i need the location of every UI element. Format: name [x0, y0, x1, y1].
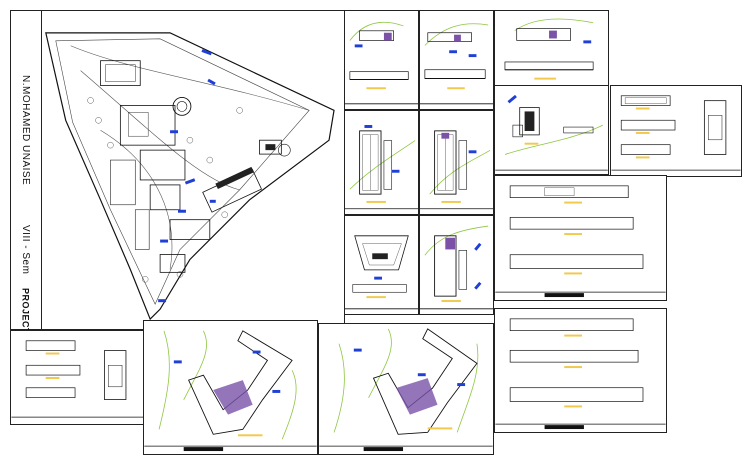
semester-label: VIII - Sem [20, 225, 31, 275]
long-elevations-drawing-1 [495, 185, 666, 298]
site-plan-drawing [45, 32, 335, 321]
sheet-long-elevations-2[interactable] [494, 308, 667, 433]
roof-plan-drawing [420, 225, 493, 310]
sheet-ground-plan-1[interactable] [143, 320, 318, 455]
sheet-elevation-1[interactable] [344, 10, 419, 110]
sheet-floor-plan-2[interactable] [419, 110, 494, 215]
sheet-ground-plan-2[interactable] [318, 323, 494, 455]
long-elevations-drawing-2 [495, 318, 666, 430]
sheet-site-plan[interactable] [10, 10, 345, 330]
section-detail-drawing [611, 95, 741, 171]
ground-plan-drawing-2 [319, 328, 493, 452]
floor-plan-drawing-2 [420, 130, 493, 210]
sheet-long-elevations-1[interactable] [494, 175, 667, 301]
student-name: N.MOHAMED UNAISE [20, 74, 31, 186]
sheet-perspective-plan[interactable] [344, 215, 419, 315]
sheet-roof-plan[interactable] [419, 215, 494, 315]
project-label: PROJECT [20, 287, 31, 334]
floor-plan-drawing-1 [345, 125, 418, 210]
sheet-section-detail[interactable] [610, 85, 742, 177]
elevation-drawing-1 [345, 21, 418, 105]
perspective-plan-drawing [345, 235, 418, 310]
block-plan-drawing [495, 94, 608, 171]
sheet-floor-plan-1[interactable] [344, 110, 419, 215]
title-block: N.MOHAMED UNAISE VIII - Sem PROJECT [10, 10, 42, 334]
sheet-small-elevation[interactable] [10, 330, 145, 425]
elevation-drawing-2 [420, 23, 493, 105]
ground-plan-drawing-1 [144, 330, 317, 452]
small-elevation-drawing [11, 340, 144, 418]
sheet-block-plan[interactable] [494, 85, 609, 175]
sheet-elevation-2[interactable] [419, 10, 494, 110]
